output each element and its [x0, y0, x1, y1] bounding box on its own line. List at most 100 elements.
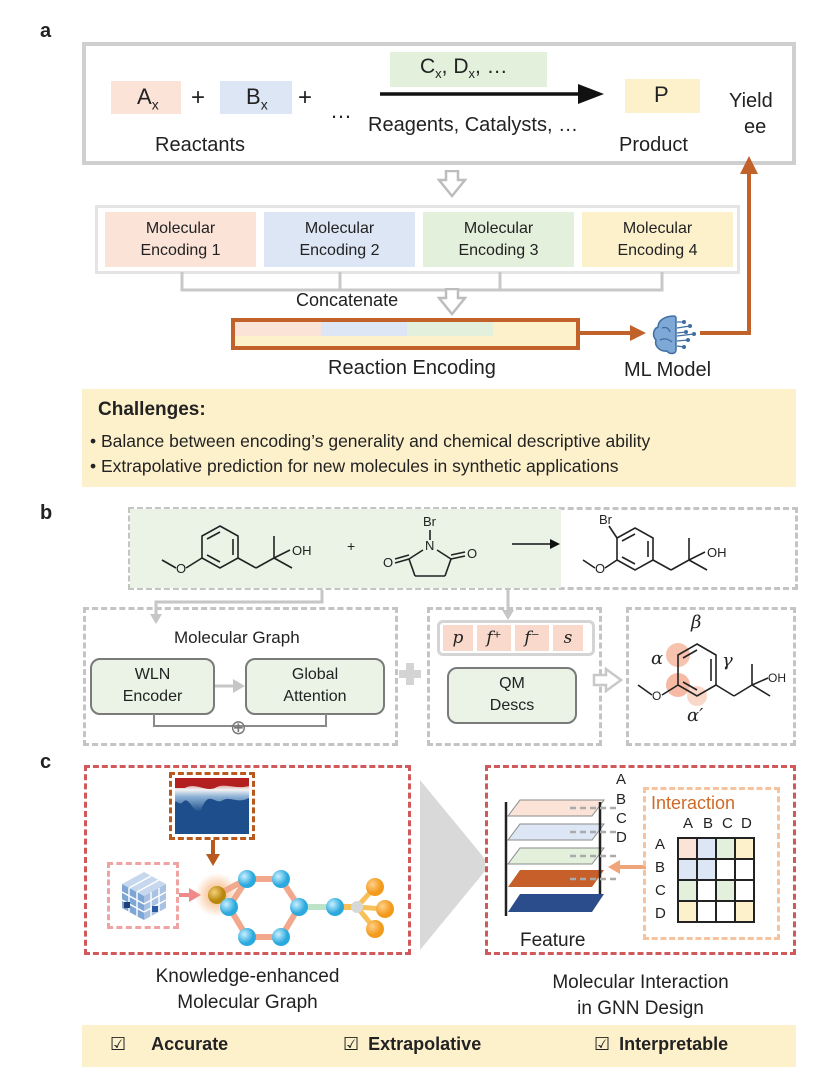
panel-label-c: c: [40, 751, 52, 773]
qm-descs-box: QM Descs: [447, 667, 577, 724]
ml-flow-arrows: [580, 156, 758, 341]
matrix-col-a: A: [683, 815, 694, 832]
svg-text:OH: OH: [707, 545, 727, 560]
feature-layers: [504, 799, 618, 916]
interaction-matrix-grid: [677, 837, 755, 923]
reaction-scheme-box: [128, 507, 798, 590]
qm-line2: Descs: [489, 697, 535, 714]
global-attention-box: Global Attention: [245, 658, 385, 715]
product-box: [625, 79, 700, 113]
reactant-b-box: [220, 81, 292, 114]
hollow-right-arrow: [592, 667, 624, 693]
bar-segment-2: [321, 322, 407, 336]
gamma-label: γ: [722, 650, 733, 671]
scheme-arrow: [512, 539, 560, 549]
encoding-box-3: Molecular Encoding 3: [423, 212, 574, 267]
svg-text:O: O: [383, 555, 393, 570]
global-line2: Attention: [283, 688, 347, 705]
plus-sign-1: +: [191, 84, 206, 111]
encoding-4-line1: Molecular: [622, 220, 693, 237]
svg-text:Br: Br: [423, 514, 437, 529]
layer-label-b: B: [616, 791, 627, 808]
matrix-col-b: B: [703, 815, 714, 832]
qm-line1: QM: [499, 675, 525, 692]
concat-bracket: [180, 272, 664, 292]
checkbox-icon: ☑: [110, 1034, 127, 1054]
molecular-graph-label: Molecular Graph: [174, 628, 300, 647]
encoding-box-1: Molecular Encoding 1: [105, 212, 256, 267]
cube-icon: [121, 872, 167, 920]
qm-s: s: [553, 625, 583, 651]
checkbox-icon: ☑: [343, 1034, 360, 1054]
encoding-1-line1: Molecular: [145, 220, 216, 237]
wln-line1: WLN: [134, 666, 171, 683]
heatmap-arrow: [206, 840, 220, 866]
wln-line2: Encoder: [122, 688, 183, 705]
product-label: Product: [619, 134, 688, 156]
challenges-title: Challenges:: [98, 399, 206, 420]
panel-label-a: a: [40, 20, 52, 42]
left-caption-line1: Knowledge-enhanced: [155, 966, 340, 987]
heatmap-image: [175, 778, 249, 834]
bar-segment-1: [235, 322, 321, 336]
encoding-box-2: Molecular Encoding 2: [264, 212, 415, 267]
encoding-box-4: Molecular Encoding 4: [582, 212, 733, 267]
concatenate-label: Concatenate: [296, 290, 399, 310]
reactants-label: Reactants: [155, 134, 246, 156]
qm-feature-strip: [437, 620, 595, 656]
reactant-2-structure: Br N O O: [383, 514, 477, 577]
challenge-item-2: • Extrapolative prediction for new molec…: [90, 456, 619, 476]
footer-item-extrapolative: ☑ Extrapolative: [343, 1034, 481, 1055]
layer-label-c: C: [616, 810, 627, 827]
wln-encoder-box: WLN Encoder: [90, 658, 215, 715]
hollow-down-arrow-2: [437, 288, 467, 316]
reaction-encoding-bar: [231, 318, 580, 350]
footer-label-accurate: Accurate: [151, 1034, 229, 1054]
matrix-row-d: D: [655, 905, 666, 922]
layer-label-d: D: [616, 829, 627, 846]
reactant-1-structure: O OH: [161, 525, 312, 576]
wln-to-attention-arrow: [215, 679, 245, 693]
encoding-4-line2: Encoding 4: [617, 242, 698, 259]
reaction-arrow: [380, 84, 604, 104]
global-line1: Global: [291, 666, 339, 683]
scheme-plus: +: [347, 538, 356, 554]
combine-plus-icon: [399, 663, 421, 685]
challenges-box: [82, 389, 796, 487]
svg-text:O: O: [652, 689, 661, 703]
encoding-1-line2: Encoding 1: [140, 242, 221, 259]
encoding-3-line2: Encoding 3: [458, 242, 539, 259]
svg-text:O: O: [595, 561, 605, 576]
qm-f-minus: f⁻: [515, 625, 549, 651]
matrix-col-c: C: [722, 815, 733, 832]
site-selectivity-structure: O OH: [637, 643, 786, 706]
chevron-separator: [420, 780, 490, 950]
svg-text:Br: Br: [599, 512, 613, 527]
svg-text:O: O: [467, 546, 477, 561]
matrix-row-b: B: [655, 859, 666, 876]
reactant-a-label: Ax: [137, 84, 159, 113]
reagents-box: [390, 52, 547, 87]
encodings-frame: [95, 205, 740, 274]
right-caption-line2: in GNN Design: [577, 998, 704, 1019]
oplus-symbol: ⊕: [230, 717, 247, 739]
layer-label-a: A: [616, 771, 627, 788]
footer-bar: [82, 1025, 796, 1067]
reaction-box: [82, 42, 796, 165]
svg-text:O: O: [176, 561, 186, 576]
matrix-col-d: D: [741, 815, 752, 832]
product-symbol: P: [654, 82, 669, 107]
reactant-a-box: [111, 81, 181, 114]
matrix-row-a: A: [655, 836, 666, 853]
residual-connector: [153, 714, 327, 727]
checkbox-icon: ☑: [594, 1034, 611, 1054]
encoding-2-line1: Molecular: [304, 220, 375, 237]
product-structure: Br O OH: [582, 512, 727, 576]
footer-item-accurate: ☑ Accurate: [110, 1034, 228, 1055]
right-caption-line1: Molecular Interaction: [552, 972, 729, 993]
alpha-prime-label: α′: [687, 705, 704, 726]
matrix-row-c: C: [655, 882, 666, 899]
heatmap-frame: [169, 772, 255, 840]
brain-icon: [652, 315, 696, 355]
yield-label: Yield: [729, 90, 773, 112]
